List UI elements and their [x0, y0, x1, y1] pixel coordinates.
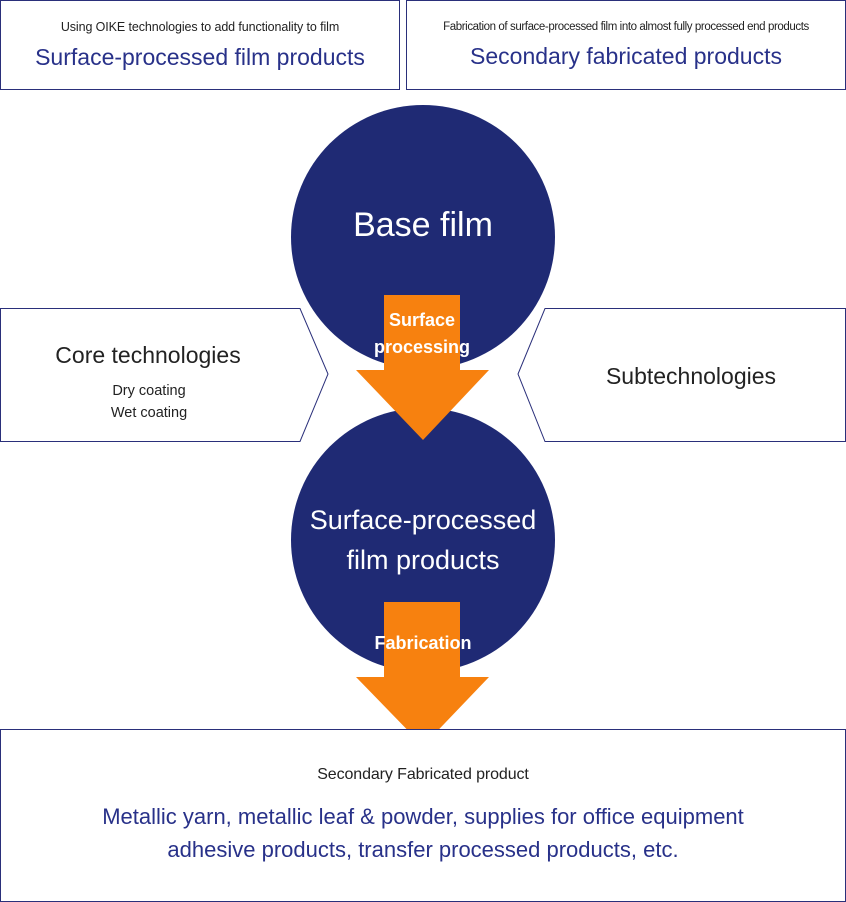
- surface-processing-arrow: [356, 295, 489, 440]
- arrow2-label: Fabrication: [374, 633, 471, 653]
- arrow1-label-line2: processing: [374, 337, 470, 357]
- top-right-caption: Fabrication of surface-processed film in…: [443, 20, 809, 33]
- core-technologies-title: Core technologies: [55, 342, 240, 368]
- surface-processed-circle: [291, 408, 555, 672]
- base-film-label: Base film: [353, 206, 493, 244]
- subtechnologies-title: Subtechnologies: [606, 363, 776, 389]
- surface-processed-label-line2: film products: [346, 545, 499, 575]
- top-left-caption: Using OIKE technologies to add functiona…: [60, 19, 340, 34]
- bottom-description-line2: adhesive products, transfer processed pr…: [167, 836, 679, 862]
- base-film-circle: [291, 105, 555, 369]
- surface-processed-label-line1: Surface-processed: [310, 505, 537, 535]
- fabrication-arrow: [356, 602, 489, 746]
- core-item-wet-coating: Wet coating: [111, 405, 187, 421]
- top-right-title: Secondary fabricated products: [470, 42, 782, 69]
- arrow1-label-line1: Surface: [389, 310, 455, 330]
- secondary-fabricated-box: Secondary Fabricated product Metallic ya…: [0, 729, 846, 902]
- top-left-title: Surface-processed film products: [35, 43, 365, 70]
- bottom-caption: Secondary Fabricated product: [317, 765, 529, 783]
- core-item-dry-coating: Dry coating: [112, 383, 185, 399]
- core-technologies-box: [0, 308, 329, 442]
- bottom-description-line1: Metallic yarn, metallic leaf & powder, s…: [102, 803, 744, 829]
- subtechnologies-box: [517, 308, 846, 442]
- top-left-box: Using OIKE technologies to add functiona…: [0, 0, 400, 90]
- bottom-description: Metallic yarn, metallic leaf & powder, s…: [102, 800, 744, 866]
